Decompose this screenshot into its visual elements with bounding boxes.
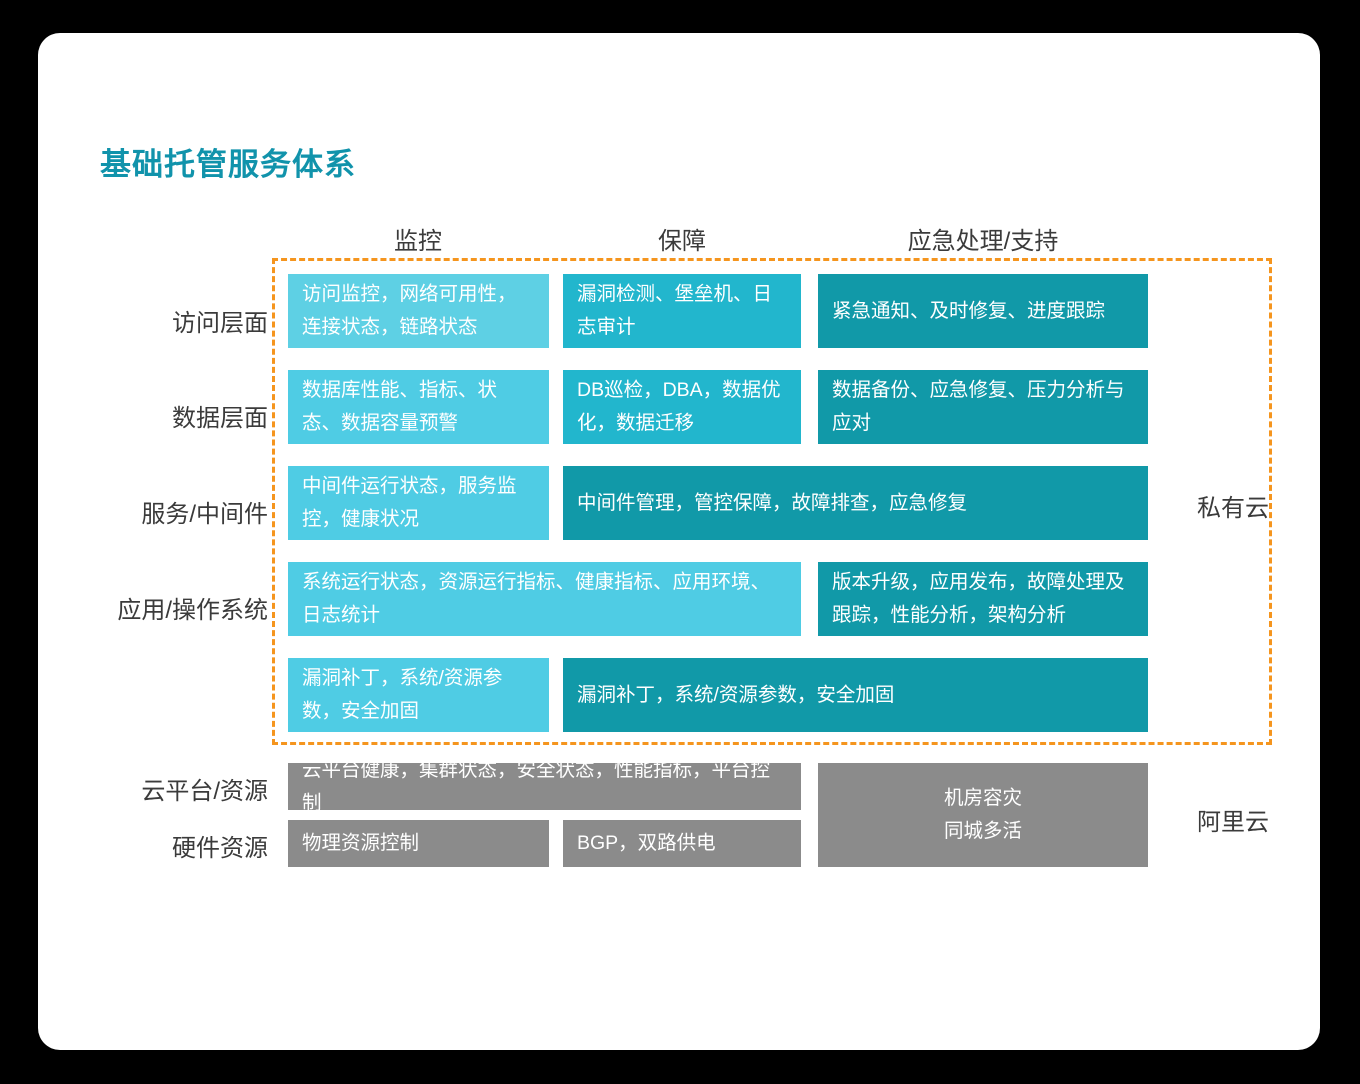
row-label-middleware: 服务/中间件 (141, 501, 268, 528)
row-label-data: 数据层面 (172, 405, 268, 432)
cell-hardware-bgp-power[interactable]: BGP，双路供电 (563, 820, 801, 867)
side-label-private-cloud: 私有云 (1197, 495, 1269, 522)
cell-text: 物理资源控制 (302, 832, 420, 854)
cell-text: 数据库性能、指标、状态、数据容量预警 (302, 379, 498, 434)
cell-application-monitoring-assurance[interactable]: 系统运行状态，资源运行指标、健康指标、应用环境、日志统计 (288, 562, 801, 636)
row-label-application: 应用/操作系统 (117, 597, 268, 624)
column-header-assurance: 保障 (658, 228, 706, 255)
diagram-card: 基础托管服务体系 监控 保障 应急处理/支持 访问层面 数据层面 服务/中间件 … (38, 33, 1320, 1050)
cell-middleware-monitoring[interactable]: 中间件运行状态，服务监控，健康状况 (288, 466, 549, 540)
cell-text: 中间件管理，管控保障，故障排查，应急修复 (577, 491, 968, 514)
cell-text: 版本升级，应用发布，故障处理及跟踪，性能分析，架构分析 (832, 571, 1125, 626)
cell-data-emergency[interactable]: 数据备份、应急修复、压力分析与应对 (818, 370, 1148, 444)
cell-hardware-physical-control[interactable]: 物理资源控制 (288, 820, 549, 867)
side-label-alibaba-cloud: 阿里云 (1197, 809, 1269, 836)
cell-text: 云平台健康，集群状态，安全状态，性能指标，平台控制 (302, 763, 771, 810)
cell-text: 数据备份、应急修复、压力分析与应对 (832, 379, 1125, 434)
row-label-hardware: 硬件资源 (172, 835, 268, 862)
row-label-cloud-platform: 云平台/资源 (141, 778, 268, 805)
page-title: 基础托管服务体系 (100, 147, 356, 182)
cell-text: 漏洞检测、堡垒机、日志审计 (577, 283, 773, 338)
cell-text: 紧急通知、及时修复、进度跟踪 (832, 299, 1106, 322)
row-label-access: 访问层面 (172, 310, 268, 337)
cell-security-assurance-emergency[interactable]: 漏洞补丁，系统/资源参数，安全加固 (563, 658, 1148, 732)
cell-text: 漏洞补丁，系统/资源参数，安全加固 (577, 683, 895, 706)
cell-security-monitoring[interactable]: 漏洞补丁，系统/资源参数，安全加固 (288, 658, 549, 732)
cell-text: BGP，双路供电 (577, 832, 716, 854)
column-header-emergency: 应急处理/支持 (907, 228, 1059, 255)
cell-application-emergency[interactable]: 版本升级，应用发布，故障处理及跟踪，性能分析，架构分析 (818, 562, 1148, 636)
private-cloud-region-outline (272, 258, 1272, 745)
cell-text: 系统运行状态，资源运行指标、健康指标、应用环境、日志统计 (302, 571, 771, 626)
cell-text: 中间件运行状态，服务监控，健康状况 (302, 475, 517, 530)
cell-datacenter-disaster-recovery[interactable]: 机房容灾 同城多活 (818, 763, 1148, 867)
cell-access-monitoring[interactable]: 访问监控，网络可用性，连接状态，链路状态 (288, 274, 549, 348)
cell-data-monitoring[interactable]: 数据库性能、指标、状态、数据容量预警 (288, 370, 549, 444)
column-header-monitoring: 监控 (394, 228, 442, 255)
cell-data-assurance[interactable]: DB巡检，DBA，数据优化，数据迁移 (563, 370, 801, 444)
cell-text: DB巡检，DBA，数据优化，数据迁移 (577, 379, 781, 434)
cell-text: 访问监控，网络可用性，连接状态，链路状态 (302, 283, 517, 338)
cell-text-line1: 机房容灾 (943, 787, 1022, 809)
cell-middleware-assurance-emergency[interactable]: 中间件管理，管控保障，故障排查，应急修复 (563, 466, 1148, 540)
cell-text-line2: 同城多活 (943, 820, 1022, 842)
cell-cloud-platform-resources[interactable]: 云平台健康，集群状态，安全状态，性能指标，平台控制 (288, 763, 801, 810)
cell-text: 漏洞补丁，系统/资源参数，安全加固 (302, 667, 503, 722)
cell-access-assurance[interactable]: 漏洞检测、堡垒机、日志审计 (563, 274, 801, 348)
cell-access-emergency[interactable]: 紧急通知、及时修复、进度跟踪 (818, 274, 1148, 348)
